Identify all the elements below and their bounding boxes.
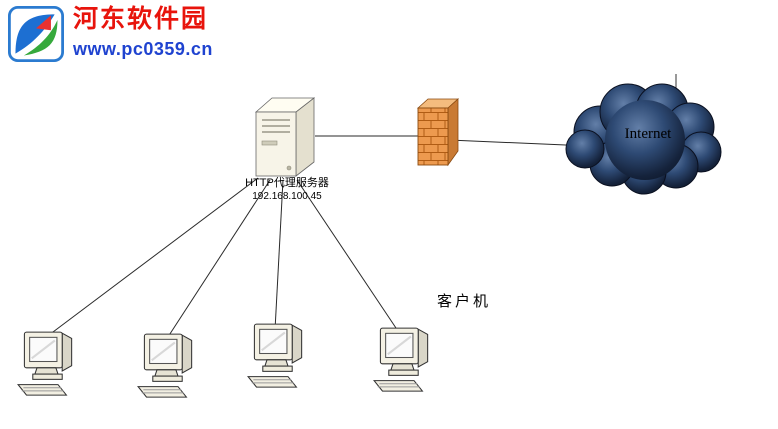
client-pc-3 [247, 323, 303, 389]
server-name-label: HTTP代理服务器 [245, 177, 329, 189]
client-pc-4 [373, 327, 429, 393]
proxy-server-icon [254, 97, 316, 177]
site-logo-icon [8, 6, 64, 62]
client-pc-1 [17, 331, 73, 397]
site-url: www.pc0359.cn [73, 38, 213, 59]
site-watermark-text: 河东软件园 www.pc0359.cn [73, 5, 213, 60]
internet-cloud-icon [565, 74, 722, 195]
client-pc-2 [137, 333, 193, 399]
link-server-client-1 [44, 177, 259, 339]
link-server-client-4 [296, 179, 401, 335]
site-watermark: 河东软件园 www.pc0359.cn [8, 5, 213, 62]
internet-label: Internet [624, 126, 672, 142]
link-server-client-3 [274, 179, 284, 331]
server-label-block: HTTP代理服务器 192.168.100.45 [208, 177, 366, 203]
site-name: 河东软件园 [73, 5, 209, 33]
clients-label: 客户机 [437, 293, 492, 310]
firewall-icon [416, 98, 460, 167]
server-ip-label: 192.168.100.45 [252, 190, 322, 202]
connection-lines [44, 135, 613, 341]
link-server-client-2 [165, 179, 271, 341]
